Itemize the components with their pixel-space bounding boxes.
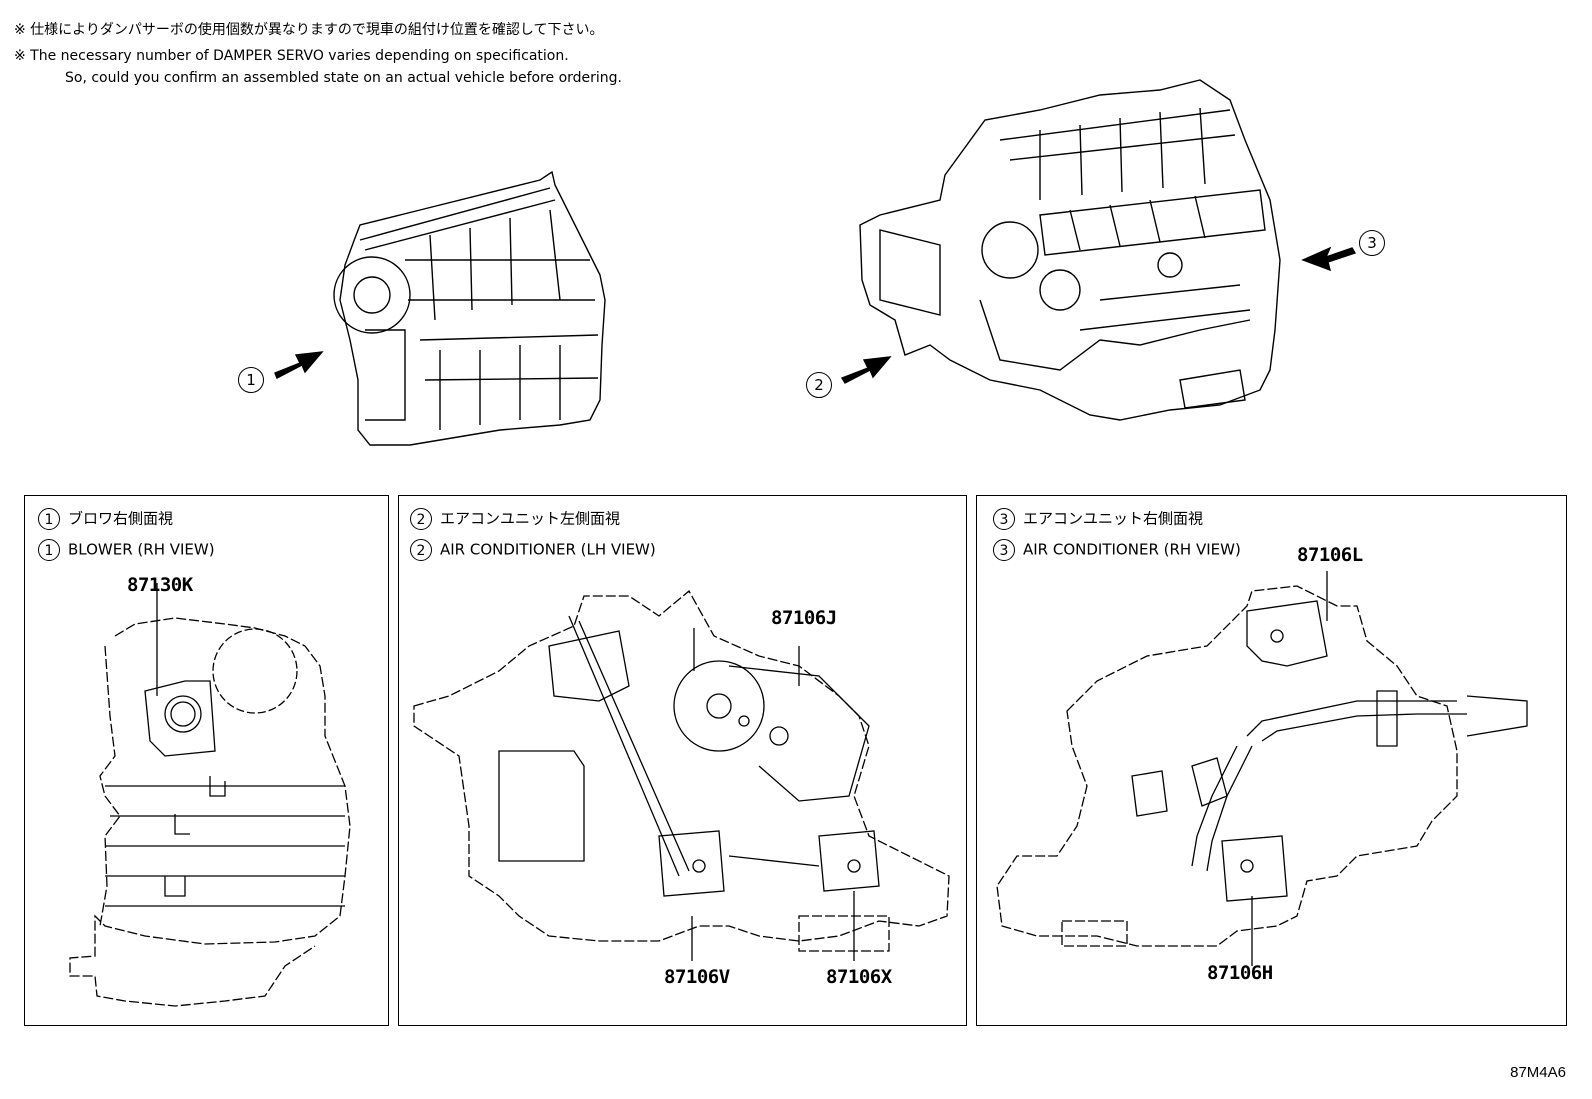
panel3-title-jp-text: エアコンユニット右側面視	[1023, 509, 1204, 528]
panel3-number-en: 3	[993, 539, 1015, 561]
callout-3: 3	[1359, 230, 1385, 256]
part-number-87106L: 87106L	[1297, 544, 1363, 566]
part-number-87106J: 87106J	[771, 607, 837, 629]
note-english-line1: ※ The necessary number of DAMPER SERVO v…	[14, 48, 569, 64]
panel3-title-en-text: AIR CONDITIONER (RH VIEW)	[1023, 540, 1241, 559]
panel3-title-en: 3 AIR CONDITIONER (RH VIEW)	[993, 539, 1241, 561]
note-english-line2: So, could you confirm an assembled state…	[65, 70, 622, 86]
panel2-number-en: 2	[410, 539, 432, 561]
panel1-number-en: 1	[38, 539, 60, 561]
part-number-87106H: 87106H	[1207, 962, 1273, 984]
note-japanese: ※ 仕様によりダンパサーボの使用個数が異なりますので現車の組付け位置を確認して下…	[14, 22, 604, 38]
air-conditioner-rh-view-drawing	[996, 571, 1528, 966]
air-conditioner-lh-view-drawing	[413, 589, 950, 961]
air-conditioner-illustration	[859, 79, 1281, 421]
panel3-number-jp: 3	[993, 508, 1015, 530]
panel2-title-jp: 2 エアコンユニット左側面視	[410, 508, 620, 530]
panel1-title-en-text: BLOWER (RH VIEW)	[68, 540, 215, 559]
diagram-code: 87M4A6	[1510, 1064, 1566, 1081]
panel2-title-jp-text: エアコンユニット左側面視	[440, 509, 621, 528]
blower-rh-view-drawing	[69, 583, 351, 1007]
panel1-title-jp-text: ブロワ右側面視	[68, 509, 174, 528]
callout-1: 1	[238, 367, 264, 393]
panel1-number-jp: 1	[38, 508, 60, 530]
part-number-87106X: 87106X	[826, 966, 892, 988]
blower-unit-illustration	[333, 170, 606, 446]
panel2-title-en-text: AIR CONDITIONER (LH VIEW)	[440, 540, 656, 559]
panel2-title-en: 2 AIR CONDITIONER (LH VIEW)	[410, 539, 656, 561]
part-number-87106V: 87106V	[664, 966, 730, 988]
part-number-87130K: 87130K	[127, 574, 193, 596]
panel3-title-jp: 3 エアコンユニット右側面視	[993, 508, 1203, 530]
panel1-title-en: 1 BLOWER (RH VIEW)	[38, 539, 215, 561]
callout-2: 2	[806, 372, 832, 398]
panel1-title-jp: 1 ブロワ右側面視	[38, 508, 173, 530]
panel2-number-jp: 2	[410, 508, 432, 530]
